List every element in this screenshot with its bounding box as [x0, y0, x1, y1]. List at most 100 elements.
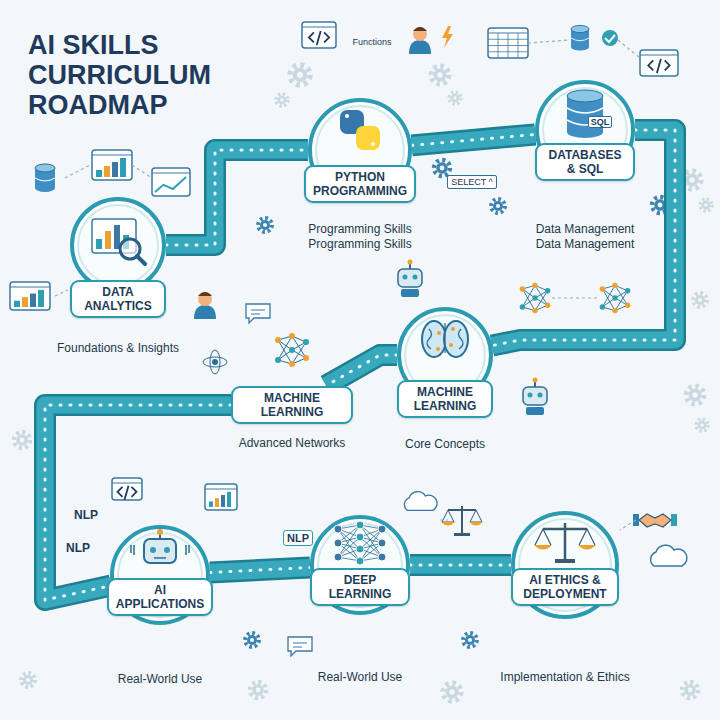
roadmap-stop: DATA ANALYTICSFoundations & Insights — [70, 197, 166, 293]
road-edge — [166, 150, 308, 245]
roadmap-plate: MACHINE LEARNINGAdvanced Networks — [231, 386, 353, 425]
roadmap-stop: DATABASES & SQLData ManagementData Manag… — [535, 80, 635, 180]
gear-icon — [258, 218, 272, 232]
leader-dash — [528, 40, 640, 58]
gear-icon — [290, 65, 310, 85]
road-connector — [210, 567, 310, 572]
gear-icon — [700, 199, 712, 211]
gear-icon — [14, 432, 30, 448]
gear-icon — [682, 682, 698, 698]
road-connector — [326, 355, 397, 386]
road-connector — [492, 130, 675, 346]
stop-subtitle: Implementation & Ethics — [475, 670, 655, 685]
bolt-icon — [442, 26, 453, 48]
stop-subtitle-group: Core Concepts — [355, 437, 535, 452]
stop-label: DATA ANALYTICS — [70, 280, 166, 319]
scales-icon — [441, 506, 483, 536]
stop-icon — [334, 521, 386, 565]
check-icon — [602, 30, 618, 46]
road-edge — [410, 554, 511, 576]
roadmap-stop: AI ETHICS & DEPLOYMENTImplementation & E… — [511, 511, 619, 619]
icon-label: NLP — [283, 530, 313, 546]
roadmap-stop: MACHINE LEARNINGCore Concepts — [397, 307, 493, 403]
network-icon — [275, 333, 309, 367]
road-surface — [492, 130, 675, 346]
chart-panel — [10, 282, 50, 310]
gear-icon — [21, 673, 35, 687]
cloud-icon — [651, 545, 687, 566]
stop-subtitle: Real-World Use — [70, 672, 250, 687]
stop-icon — [422, 321, 468, 357]
road-connector — [410, 565, 511, 566]
title: AI SKILLS CURRICULUM ROADMAP — [28, 30, 243, 121]
stop-label: DATABASES & SQL — [535, 143, 635, 182]
leader-dash — [552, 297, 598, 298]
stop-subtitle-group: Foundations & Insights — [28, 341, 208, 356]
network-icon — [520, 283, 551, 314]
stop-subtitle-group: Advanced Networks — [202, 436, 382, 451]
stop-subtitle: Data Management — [495, 237, 675, 252]
road-surface — [326, 355, 397, 386]
stop-icon — [340, 110, 380, 150]
chart-panel — [302, 22, 336, 48]
atom-orbit — [210, 350, 220, 374]
stop-subtitle-group: Programming SkillsProgramming Skills — [270, 222, 450, 252]
check-mark — [605, 35, 615, 42]
gear-icon — [686, 386, 704, 404]
road-edge — [326, 355, 397, 386]
stop-subtitle: Programming Skills — [270, 237, 450, 252]
stop-circle — [70, 197, 166, 293]
icon-label: NLP — [74, 508, 98, 522]
stop-subtitle: Core Concepts — [355, 437, 535, 452]
plate-text: MACHINE LEARNING — [240, 391, 344, 420]
stop-icon — [92, 219, 145, 264]
icon-label: Functions — [352, 37, 391, 47]
road-surface — [166, 150, 308, 245]
stop-icon — [131, 529, 189, 563]
chart-panel — [640, 50, 678, 76]
road-dots — [326, 355, 397, 386]
road-dots — [412, 134, 535, 145]
network-icon — [600, 283, 631, 314]
chart-panel — [205, 484, 237, 510]
gear-icon — [434, 160, 450, 176]
road-edge — [412, 134, 535, 145]
icon-label: SELECT ^ — [447, 175, 497, 189]
gear-icon — [250, 682, 266, 698]
cloud-icon — [404, 492, 437, 511]
stop-label: PYTHON PROGRAMMING — [304, 165, 416, 204]
stop-subtitle-group: Data ManagementData Management — [495, 222, 675, 252]
chat-icon — [288, 637, 312, 656]
stop-subtitle: Programming Skills — [270, 222, 450, 237]
stop-subtitle-group: Real-World Use — [70, 672, 250, 687]
road-dots — [210, 567, 310, 572]
stop-subtitle: Foundations & Insights — [28, 341, 208, 356]
road-dots — [166, 150, 308, 245]
roadmap-stop: DEEP LEARNINGReal-World Use — [310, 515, 410, 615]
stop-label: AI APPLICATIONS — [107, 578, 213, 617]
stop-icon — [567, 90, 603, 138]
database-icon — [571, 25, 589, 50]
chart-panel — [152, 168, 190, 196]
roadmap-stop: PYTHON PROGRAMMINGProgramming SkillsProg… — [308, 98, 412, 202]
chart-panel — [488, 28, 528, 58]
gear-icon — [449, 92, 461, 104]
road-connector — [166, 150, 308, 245]
roadmap-stop: AI APPLICATIONSReal-World Use — [110, 525, 210, 625]
icon-label: SQL — [588, 116, 613, 128]
stop-subtitle: Data Management — [495, 222, 675, 237]
handshake-icon — [633, 514, 677, 527]
gear-icon — [463, 633, 477, 647]
stop-subtitle-group: Real-World Use — [270, 670, 450, 685]
atom-orbit — [203, 357, 227, 367]
stop-subtitle: Advanced Networks — [202, 436, 382, 451]
stop-label: MACHINE LEARNING — [397, 380, 493, 419]
chart-panel — [112, 478, 142, 500]
gear-icon — [443, 683, 461, 701]
robot-icon — [523, 378, 547, 416]
gear-icon — [491, 199, 505, 213]
gear-icon — [245, 633, 259, 647]
stop-subtitle-group: Implementation & Ethics — [475, 670, 655, 685]
stop-subtitle: Real-World Use — [270, 670, 450, 685]
stop-label: AI ETHICS & DEPLOYMENT — [511, 568, 619, 607]
